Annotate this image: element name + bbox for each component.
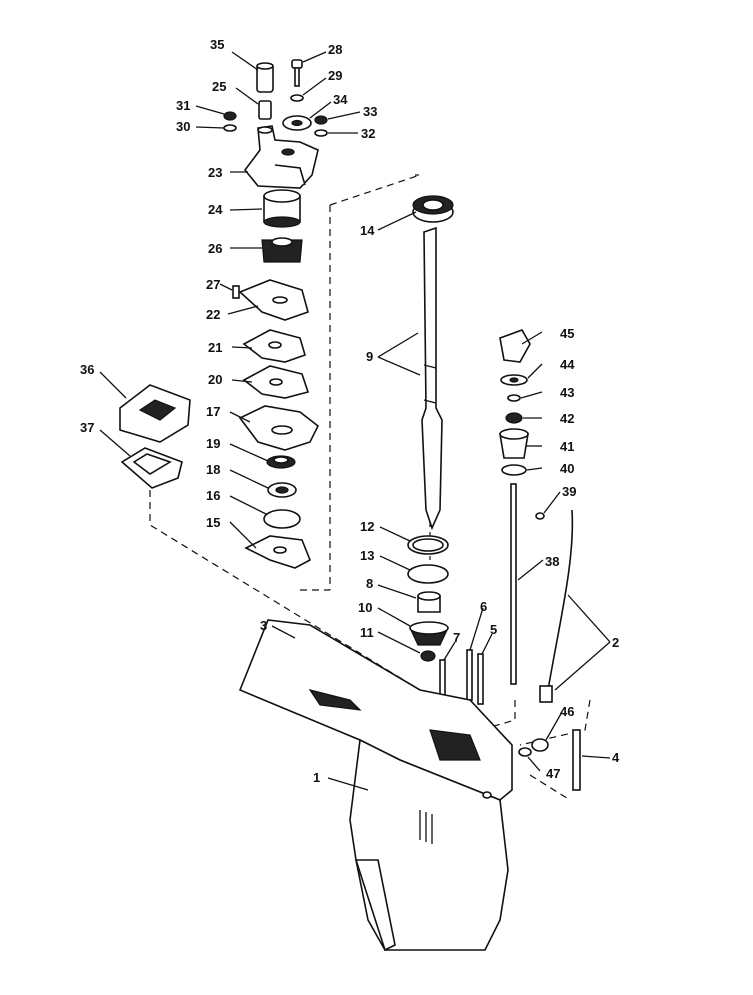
part-42-seal [505,412,523,424]
part-37-gasket [120,447,183,489]
callout-36: 36 [80,362,94,377]
part-29-washer [290,94,304,102]
callout-1: 1 [313,770,320,785]
part-14-bearing [412,195,454,223]
callout-11: 11 [360,625,374,640]
callout-7: 7 [453,630,460,645]
part-44-washer [500,374,528,386]
part-28-screw [291,59,303,87]
part-6-stud [466,649,473,701]
part-47-washer [518,747,532,757]
part-27-key [232,285,240,299]
callout-28: 28 [328,42,342,57]
callout-16: 16 [206,488,220,503]
part-26-impeller [261,237,303,263]
callout-45: 45 [560,326,574,341]
callout-15: 15 [206,515,220,530]
callout-37: 37 [80,420,94,435]
callout-46: 46 [560,704,574,719]
callout-29: 29 [328,68,342,83]
callout-41: 41 [560,439,574,454]
part-38-shift-shaft [510,483,517,685]
callout-26: 26 [208,241,222,256]
part-12-o-ring [407,535,449,555]
callout-8: 8 [366,576,373,591]
part-13-o-ring [407,564,449,584]
callout-22: 22 [206,307,220,322]
callout-18: 18 [206,462,220,477]
part-23-pump-housing [243,125,319,189]
part-21-plate [242,329,306,363]
part-9-driveshaft [421,226,443,531]
part-34-grommet [282,115,312,131]
callout-2: 2 [612,635,619,650]
part-20-gasket [242,365,310,399]
callout-19: 19 [206,436,220,451]
callout-9: 9 [366,349,373,364]
callout-44: 44 [560,357,575,372]
part-41-bushing [499,428,529,459]
callout-30: 30 [176,119,190,134]
part-43-washer [507,394,521,402]
callout-24: 24 [208,202,223,217]
part-19-seal [266,455,296,469]
callout-38: 38 [545,554,559,569]
callout-43: 43 [560,385,574,400]
part-32-washer [314,129,328,137]
part-31-nut [223,111,237,121]
callout-31: 31 [176,98,190,113]
callout-14: 14 [360,223,375,238]
callout-34: 34 [333,92,348,107]
callout-32: 32 [361,126,375,141]
callout-35: 35 [210,37,224,52]
callout-10: 10 [358,600,372,615]
callout-39: 39 [562,484,576,499]
part-35-sleeve [256,62,274,93]
part-40-o-ring [501,464,527,476]
part-10-pinion-gear [409,621,449,646]
part-24-insert [263,189,301,228]
part-11-nut [420,650,436,662]
callout-33: 33 [363,104,377,119]
part-1-gear-housing [238,619,513,952]
part-25-sleeve [258,100,272,120]
callout-47: 47 [546,766,560,781]
callout-4: 4 [612,750,620,765]
part-15-gasket [244,535,312,569]
callout-27: 27 [206,277,220,292]
leader-lines [99,51,611,791]
callout-20: 20 [208,372,222,387]
part-5-stud [477,653,484,705]
part-18-seal [267,482,297,498]
callout-5: 5 [490,622,497,637]
callout-21: 21 [208,340,222,355]
callout-6: 6 [480,599,487,614]
part-8-bearing [417,591,441,613]
part-30-washer [223,124,237,132]
callout-25: 25 [212,79,226,94]
part-39-clip [535,512,545,520]
callout-40: 40 [560,461,574,476]
part-2-speedometer-tube [539,509,574,703]
part-16-o-ring [263,509,301,529]
part-33-nut [314,115,328,125]
part-45-coupler [499,329,531,363]
callout-42: 42 [560,411,574,426]
callout-12: 12 [360,519,374,534]
part-22-gasket [238,279,309,321]
callout-17: 17 [206,404,220,419]
callout-3: 3 [260,618,267,633]
part-4-stud [572,729,581,791]
part-17-base [238,405,320,451]
part-46-plug [531,738,549,752]
callout-23: 23 [208,165,222,180]
callout-13: 13 [360,548,374,563]
part-36-cover [119,384,191,443]
callout-labels: 1 2 3 4 5 6 7 8 9 10 11 12 13 14 15 16 1… [80,37,620,785]
